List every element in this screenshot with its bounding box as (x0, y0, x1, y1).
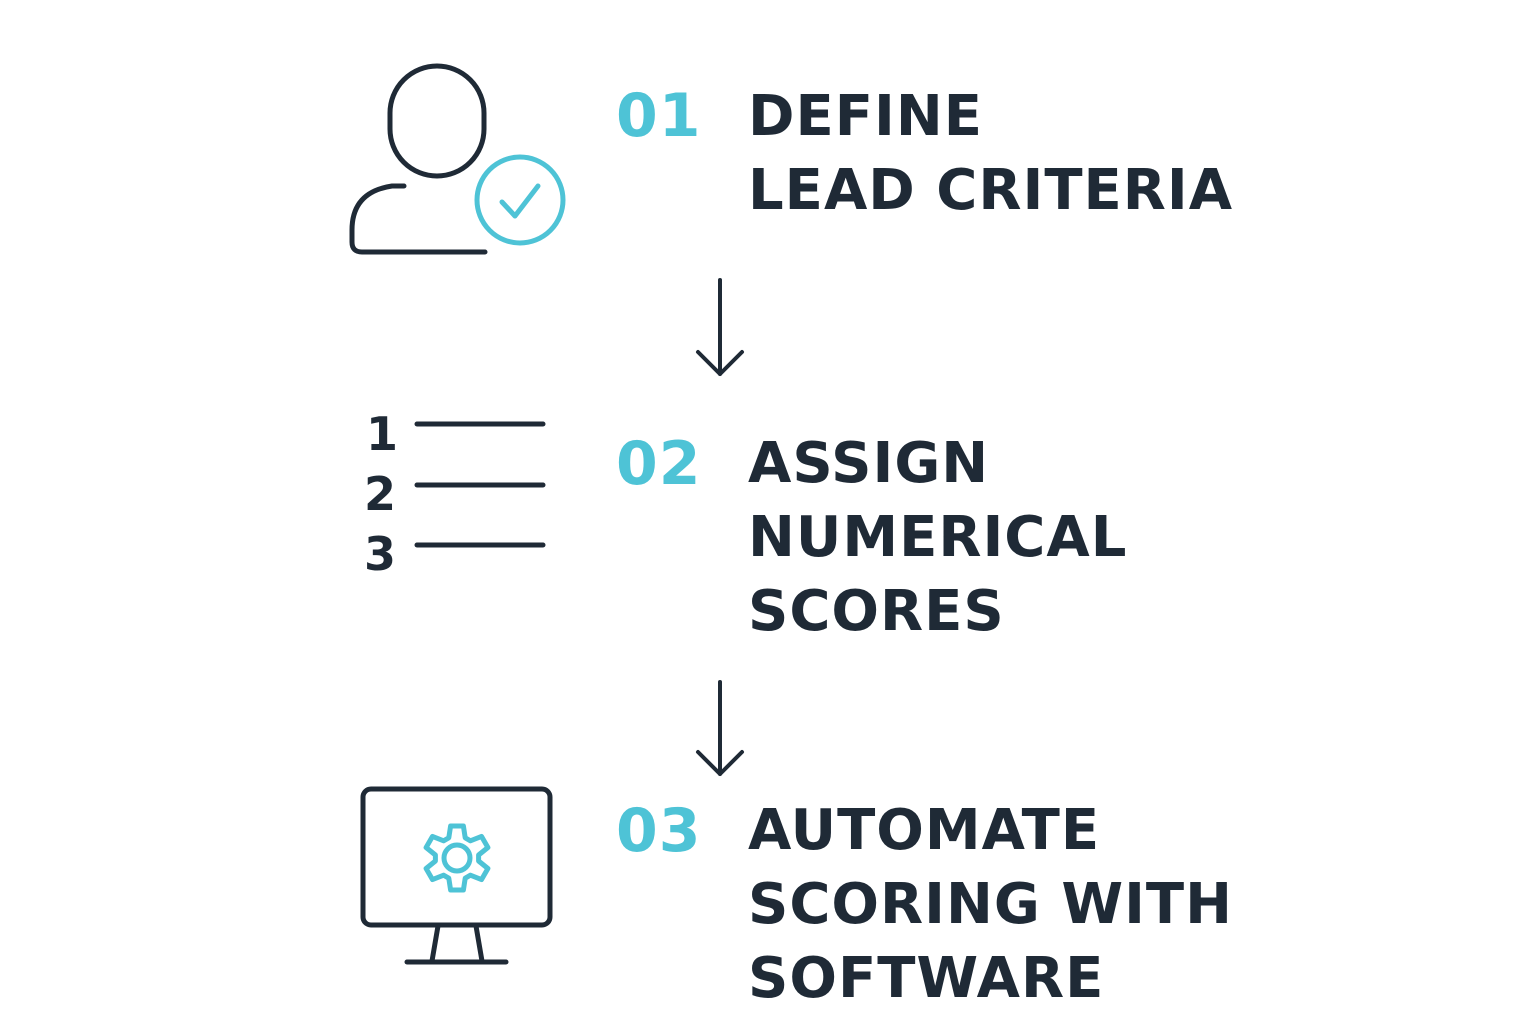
step-title-line: AUTOMATE (748, 798, 1101, 863)
monitor-stand (429, 923, 441, 964)
check-mark-icon (499, 183, 541, 219)
step-number-02: 02 (616, 429, 702, 499)
monitor-stand (473, 923, 485, 964)
list-number: 3 (364, 527, 396, 581)
step-title-line: ASSIGN (748, 431, 990, 496)
step-title-line: NUMERICAL (748, 505, 1128, 570)
gear-center (441, 842, 473, 874)
step-title-line: LEAD CRITERIA (748, 158, 1234, 223)
step-number-01: 01 (616, 81, 702, 151)
arrow-down-icon (696, 278, 744, 376)
user-body (349, 183, 488, 255)
monitor-screen (360, 786, 553, 928)
arrow-down-icon (696, 680, 744, 776)
step-title-line: SOFTWARE (748, 946, 1105, 1011)
step-title-line: SCORES (748, 579, 1005, 644)
step-title-01: DEFINE LEAD CRITERIA (748, 80, 1233, 228)
numbered-list-icon: 1 2 3 (364, 407, 546, 581)
step-title-02: ASSIGN NUMERICAL SCORES (748, 427, 1127, 649)
check-circle (474, 154, 566, 246)
user-check-icon (349, 63, 566, 255)
step-title-line: SCORING WITH (748, 872, 1233, 937)
gear-icon (423, 823, 491, 893)
user-head (387, 63, 487, 179)
list-number: 1 (366, 407, 398, 461)
list-number: 2 (364, 467, 396, 521)
step-title-03: AUTOMATE SCORING WITH SOFTWARE (748, 794, 1233, 1016)
step-title-line: DEFINE (748, 84, 983, 149)
step-number-03: 03 (616, 796, 702, 866)
monitor-gear-icon (360, 786, 553, 965)
